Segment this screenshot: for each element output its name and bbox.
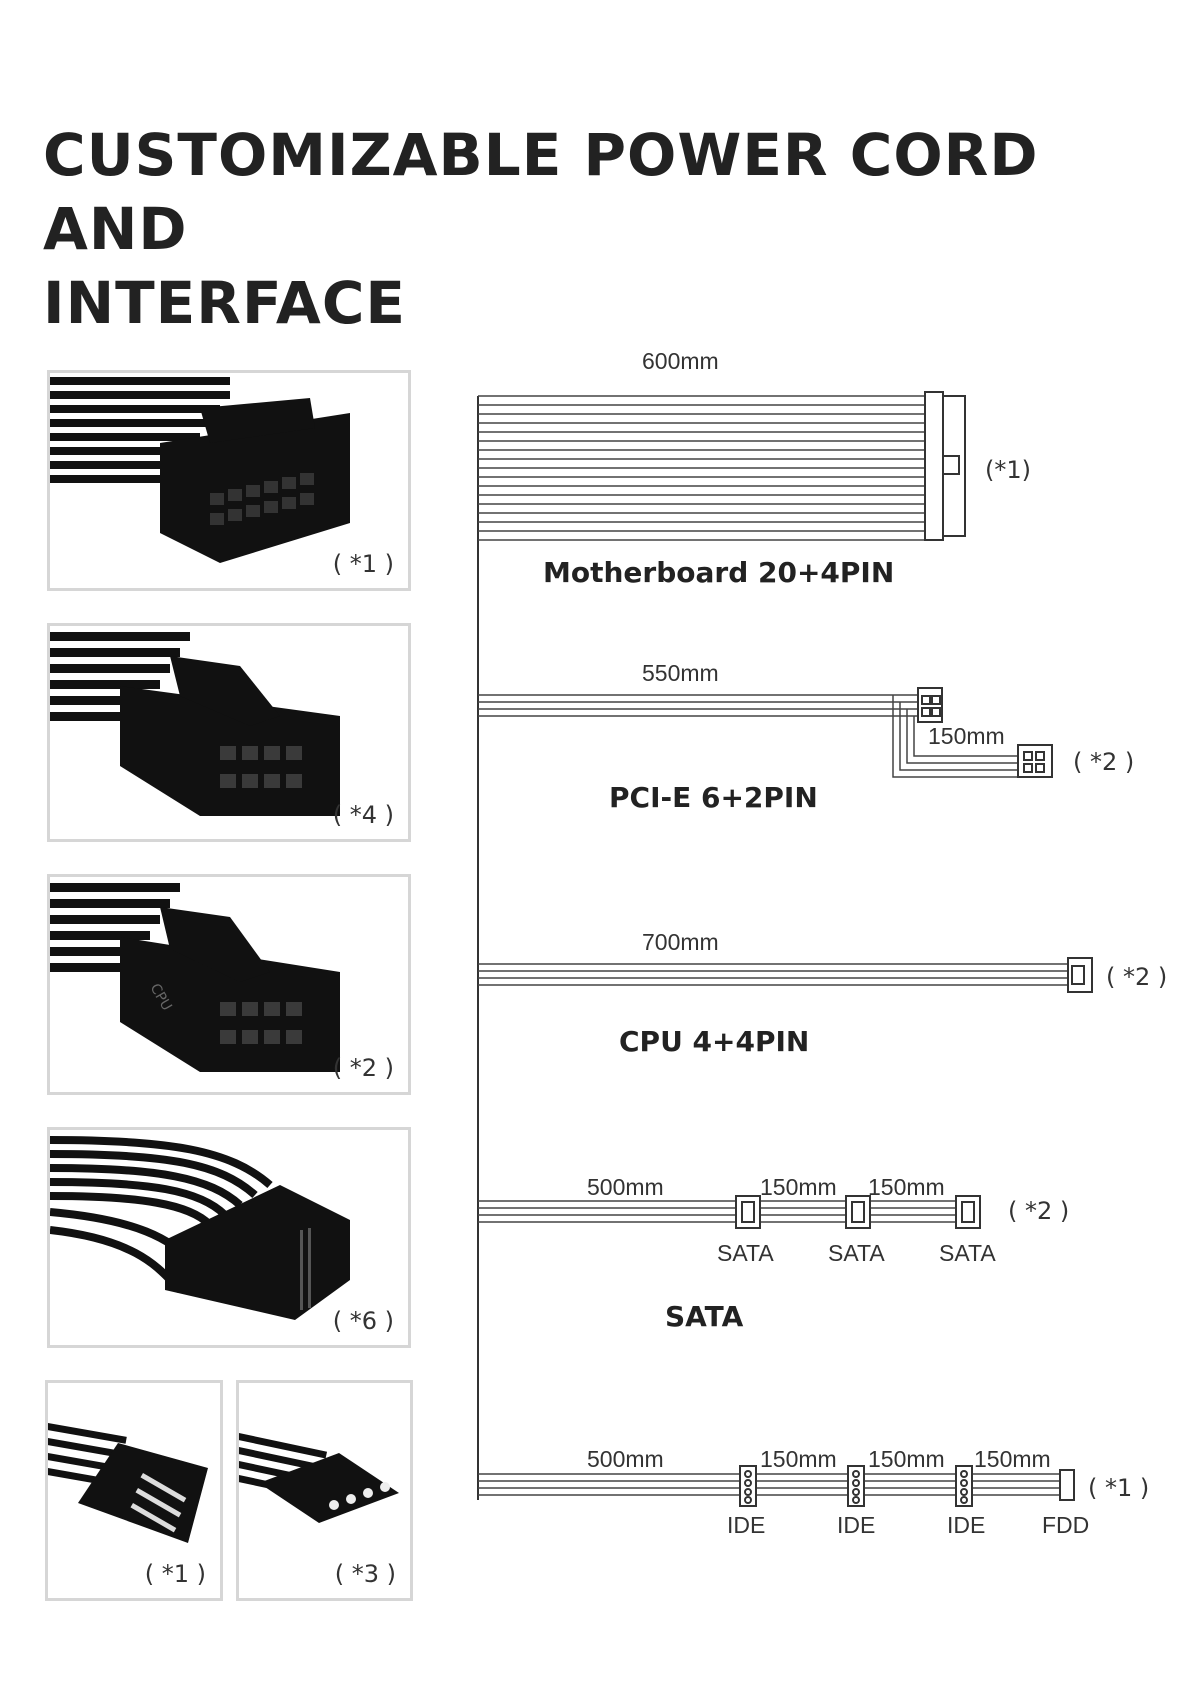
page-title: CUSTOMIZABLE POWER CORD AND INTERFACE [43,118,1143,340]
pcie-qty: ( *2 ) [1073,748,1135,776]
ide-port-1: IDE [727,1512,766,1538]
sata-seg2: 150mm [868,1174,945,1200]
pcie-length: 550mm [642,660,719,686]
sata-cable [478,1200,968,1223]
pcie-cable [478,694,1018,778]
photo-24pin-connector: ( *1 ) [47,370,411,591]
motherboard-connector [924,391,966,541]
connector-molex-illustration [239,1433,399,1523]
sata-port-1: SATA [717,1240,774,1266]
pcie-connector-1 [917,687,943,723]
fdd-port: FDD [1042,1512,1090,1538]
cpu-cable [478,963,1068,986]
ide-qty: ( *1 ) [1088,1474,1150,1502]
pcie-extra-length: 150mm [928,723,1005,749]
photo-fdd-connector: ( *1 ) [45,1380,223,1601]
connector-sata-illustration [50,1136,350,1320]
ide-seg2: 150mm [868,1446,945,1472]
sata-port-3: SATA [939,1240,996,1266]
ide-length: 500mm [587,1446,664,1472]
photo-cpu-connector: CPU ( *2 ) [47,874,411,1095]
cpu-qty: ( *2 ) [1106,963,1168,991]
photo-qty: ( *3 ) [334,1560,396,1588]
photo-qty: ( *6 ) [332,1307,394,1335]
ide-port-2: IDE [837,1512,876,1538]
motherboard-qty: (*1) [985,456,1031,484]
pcie-name: PCI-E 6+2PIN [609,781,818,814]
photo-qty: ( *2 ) [332,1054,394,1082]
photo-qty: ( *1 ) [144,1560,206,1588]
sata-connectors [735,1195,981,1229]
title-line-1: CUSTOMIZABLE POWER CORD AND [43,121,1039,263]
cpu-name: CPU 4+4PIN [619,1025,810,1058]
motherboard-cable [478,395,925,541]
photo-molex-connector: ( *3 ) [236,1380,413,1601]
sata-name: SATA [665,1300,744,1333]
sata-qty: ( *2 ) [1008,1197,1070,1225]
photo-pcie-connector: ( *4 ) [47,623,411,842]
motherboard-name: Motherboard 20+4PIN [543,556,895,589]
cpu-length: 700mm [642,929,719,955]
connector-cpu-illustration: CPU [50,883,340,1072]
ide-seg1: 150mm [760,1446,837,1472]
pcie-connector-2 [1017,744,1053,778]
sata-seg1: 150mm [760,1174,837,1200]
ide-port-3: IDE [947,1512,986,1538]
connector-24pin-illustration [50,377,350,563]
connector-fdd-illustration [48,1423,208,1543]
sata-length: 500mm [587,1174,664,1200]
cpu-connector [1067,957,1093,993]
photo-qty: ( *4 ) [332,801,394,829]
motherboard-length: 600mm [642,348,719,374]
connector-pcie-illustration [50,632,340,816]
ide-seg3: 150mm [974,1446,1051,1472]
photo-sata-connector: ( *6 ) [47,1127,411,1348]
ide-connectors [739,1465,1075,1507]
title-line-2: INTERFACE [43,269,407,337]
photo-qty: ( *1 ) [332,550,394,578]
sata-port-2: SATA [828,1240,885,1266]
